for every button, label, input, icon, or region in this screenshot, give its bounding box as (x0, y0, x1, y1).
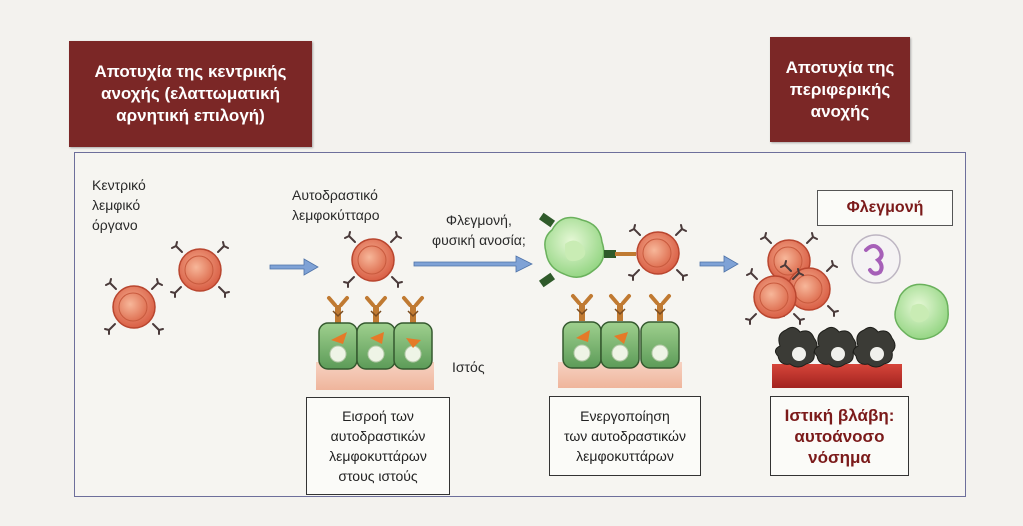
lymphocyte-icon (745, 232, 839, 325)
lymphocyte-icon (104, 278, 164, 335)
arrow-icon (699, 255, 739, 273)
box-influx-text: Εισροή των αυτοδραστικών λεμφοκυττάρων σ… (329, 408, 427, 484)
box-lymphocyte-activation: Ενεργοποίηση των αυτοδραστικών λεμφοκυττ… (549, 396, 701, 476)
receptor-icon (327, 296, 424, 325)
box-inflammation-text: Φλεγμονή (846, 199, 924, 216)
label-inflammation-innate-immunity: Φλεγμονή, φυσική ανοσία; (432, 212, 526, 248)
box-lymphocyte-influx: Εισροή των αυτοδραστικών λεμφοκυττάρων σ… (306, 397, 450, 495)
box-activation-text: Ενεργοποίηση των αυτοδραστικών λεμφοκυττ… (564, 408, 686, 464)
label-tissue: Ιστός (452, 359, 485, 375)
header-peripheral-tolerance-failure: Αποτυχία της περιφερικής ανοχής (770, 37, 910, 142)
label-central-lymphoid-organ: Κεντρικό λεμφικό όργανο (92, 177, 146, 233)
header-peripheral-text: Αποτυχία της περιφερικής ανοχής (785, 57, 895, 121)
label-autoreactive-lymphocyte: Αυτοδραστικό λεμφοκύτταρο (292, 187, 380, 223)
receptor-icon (571, 294, 671, 323)
antigen-icon (576, 330, 628, 344)
box-tissue-damage: Ιστική βλάβη: αυτοάνοσο νόσημα (770, 396, 909, 476)
lymphocyte-icon (343, 231, 403, 288)
damaged-cell-icon (774, 326, 896, 368)
neutrophil-icon (851, 234, 901, 284)
arrow-icon (413, 255, 533, 273)
apc-icon (894, 283, 949, 340)
tissue-cell-icon (318, 322, 433, 370)
apc-icon (538, 212, 616, 288)
tissue-cell-icon (562, 321, 680, 369)
lymphocyte-icon (170, 241, 230, 298)
box-damage-text: Ιστική βλάβη: αυτοάνοσο νόσημα (784, 405, 895, 467)
arrow-icon (269, 258, 319, 276)
damaged-tissue-base (772, 364, 902, 388)
antigen-icon (331, 332, 421, 348)
header-central-text: Αποτυχία της κεντρικής ανοχής (ελαττωματ… (94, 62, 287, 125)
lymphocyte-icon (628, 224, 688, 281)
header-central-tolerance-failure: Αποτυχία της κεντρικής ανοχής (ελαττωματ… (69, 41, 312, 147)
box-inflammation: Φλεγμονή (817, 190, 953, 226)
